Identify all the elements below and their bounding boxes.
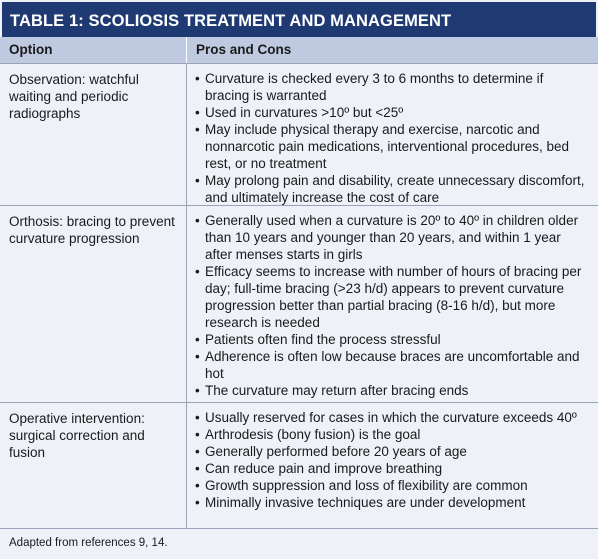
column-header-pros-cons: Pros and Cons <box>196 42 292 57</box>
list-item: Can reduce pain and improve breathing <box>195 460 590 477</box>
list-item: The curvature may return after bracing e… <box>195 382 590 399</box>
table-title: TABLE 1: SCOLIOSIS TREATMENT AND MANAGEM… <box>0 0 598 37</box>
option-cell: Operative intervention: surgical correct… <box>0 403 187 528</box>
list-item: Minimally invasive techniques are under … <box>195 494 590 511</box>
list-item: Curvature is checked every 3 to 6 months… <box>195 70 590 104</box>
list-item: May prolong pain and disability, create … <box>195 172 590 206</box>
list-item: Arthrodesis (bony fusion) is the goal <box>195 426 590 443</box>
bullet-list: Curvature is checked every 3 to 6 months… <box>195 70 590 206</box>
pros-cons-cell: Generally used when a curvature is 20º t… <box>187 206 598 402</box>
list-item: Efficacy seems to increase with number o… <box>195 263 590 331</box>
option-cell: Observation: watchful waiting and period… <box>0 64 187 205</box>
list-item: Used in curvatures >10º but <25º <box>195 104 590 121</box>
list-item: Generally performed before 20 years of a… <box>195 443 590 460</box>
column-header-option: Option <box>0 37 187 63</box>
list-item: May include physical therapy and exercis… <box>195 121 590 172</box>
pros-cons-cell: Curvature is checked every 3 to 6 months… <box>187 64 598 205</box>
option-cell: Orthosis: bracing to prevent curvature p… <box>0 206 187 402</box>
bullet-list: Generally used when a curvature is 20º t… <box>195 212 590 399</box>
table-row: Orthosis: bracing to prevent curvature p… <box>0 205 598 402</box>
list-item: Adherence is often low because braces ar… <box>195 348 590 382</box>
table-row: Operative intervention: surgical correct… <box>0 402 598 529</box>
list-item: Growth suppression and loss of flexibili… <box>195 477 590 494</box>
list-item: Patients often find the process stressfu… <box>195 331 590 348</box>
header-row: Option Pros and Cons <box>0 37 598 63</box>
footnote: Adapted from references 9, 14. <box>9 537 168 549</box>
list-item: Usually reserved for cases in which the … <box>195 409 590 426</box>
list-item: Generally used when a curvature is 20º t… <box>195 212 590 263</box>
pros-cons-cell: Usually reserved for cases in which the … <box>187 403 598 528</box>
bullet-list: Usually reserved for cases in which the … <box>195 409 590 511</box>
table-row: Observation: watchful waiting and period… <box>0 63 598 205</box>
